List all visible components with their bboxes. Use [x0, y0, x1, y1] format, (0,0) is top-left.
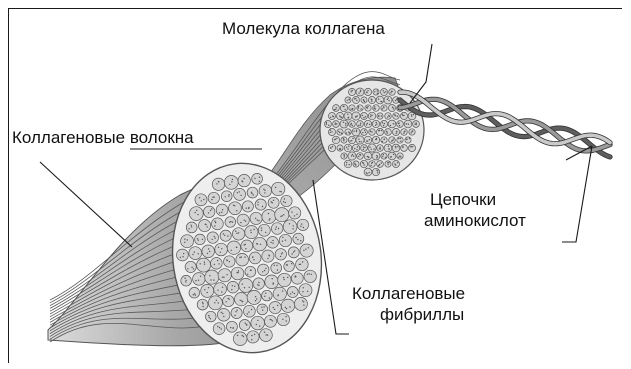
label-collagen-fibrils: Коллагеновые фибриллы: [352, 283, 465, 325]
leader-fibers-diag: [40, 162, 132, 247]
collagen-molecule-helix: [400, 92, 610, 157]
label-amino-chains-line2: аминокислот: [424, 210, 526, 231]
label-fibrils-line1: Коллагеновые: [352, 283, 465, 304]
label-amino-acid-chains: Цепочки аминокислот: [424, 189, 526, 231]
label-collagen-fibers: Коллагеновые волокна: [12, 127, 194, 148]
label-collagen-molecule: Молекула коллагена: [222, 18, 385, 39]
label-fibrils-line2: фибриллы: [352, 304, 465, 325]
leader-chains: [562, 146, 592, 242]
label-amino-chains-line1: Цепочки: [424, 189, 526, 210]
